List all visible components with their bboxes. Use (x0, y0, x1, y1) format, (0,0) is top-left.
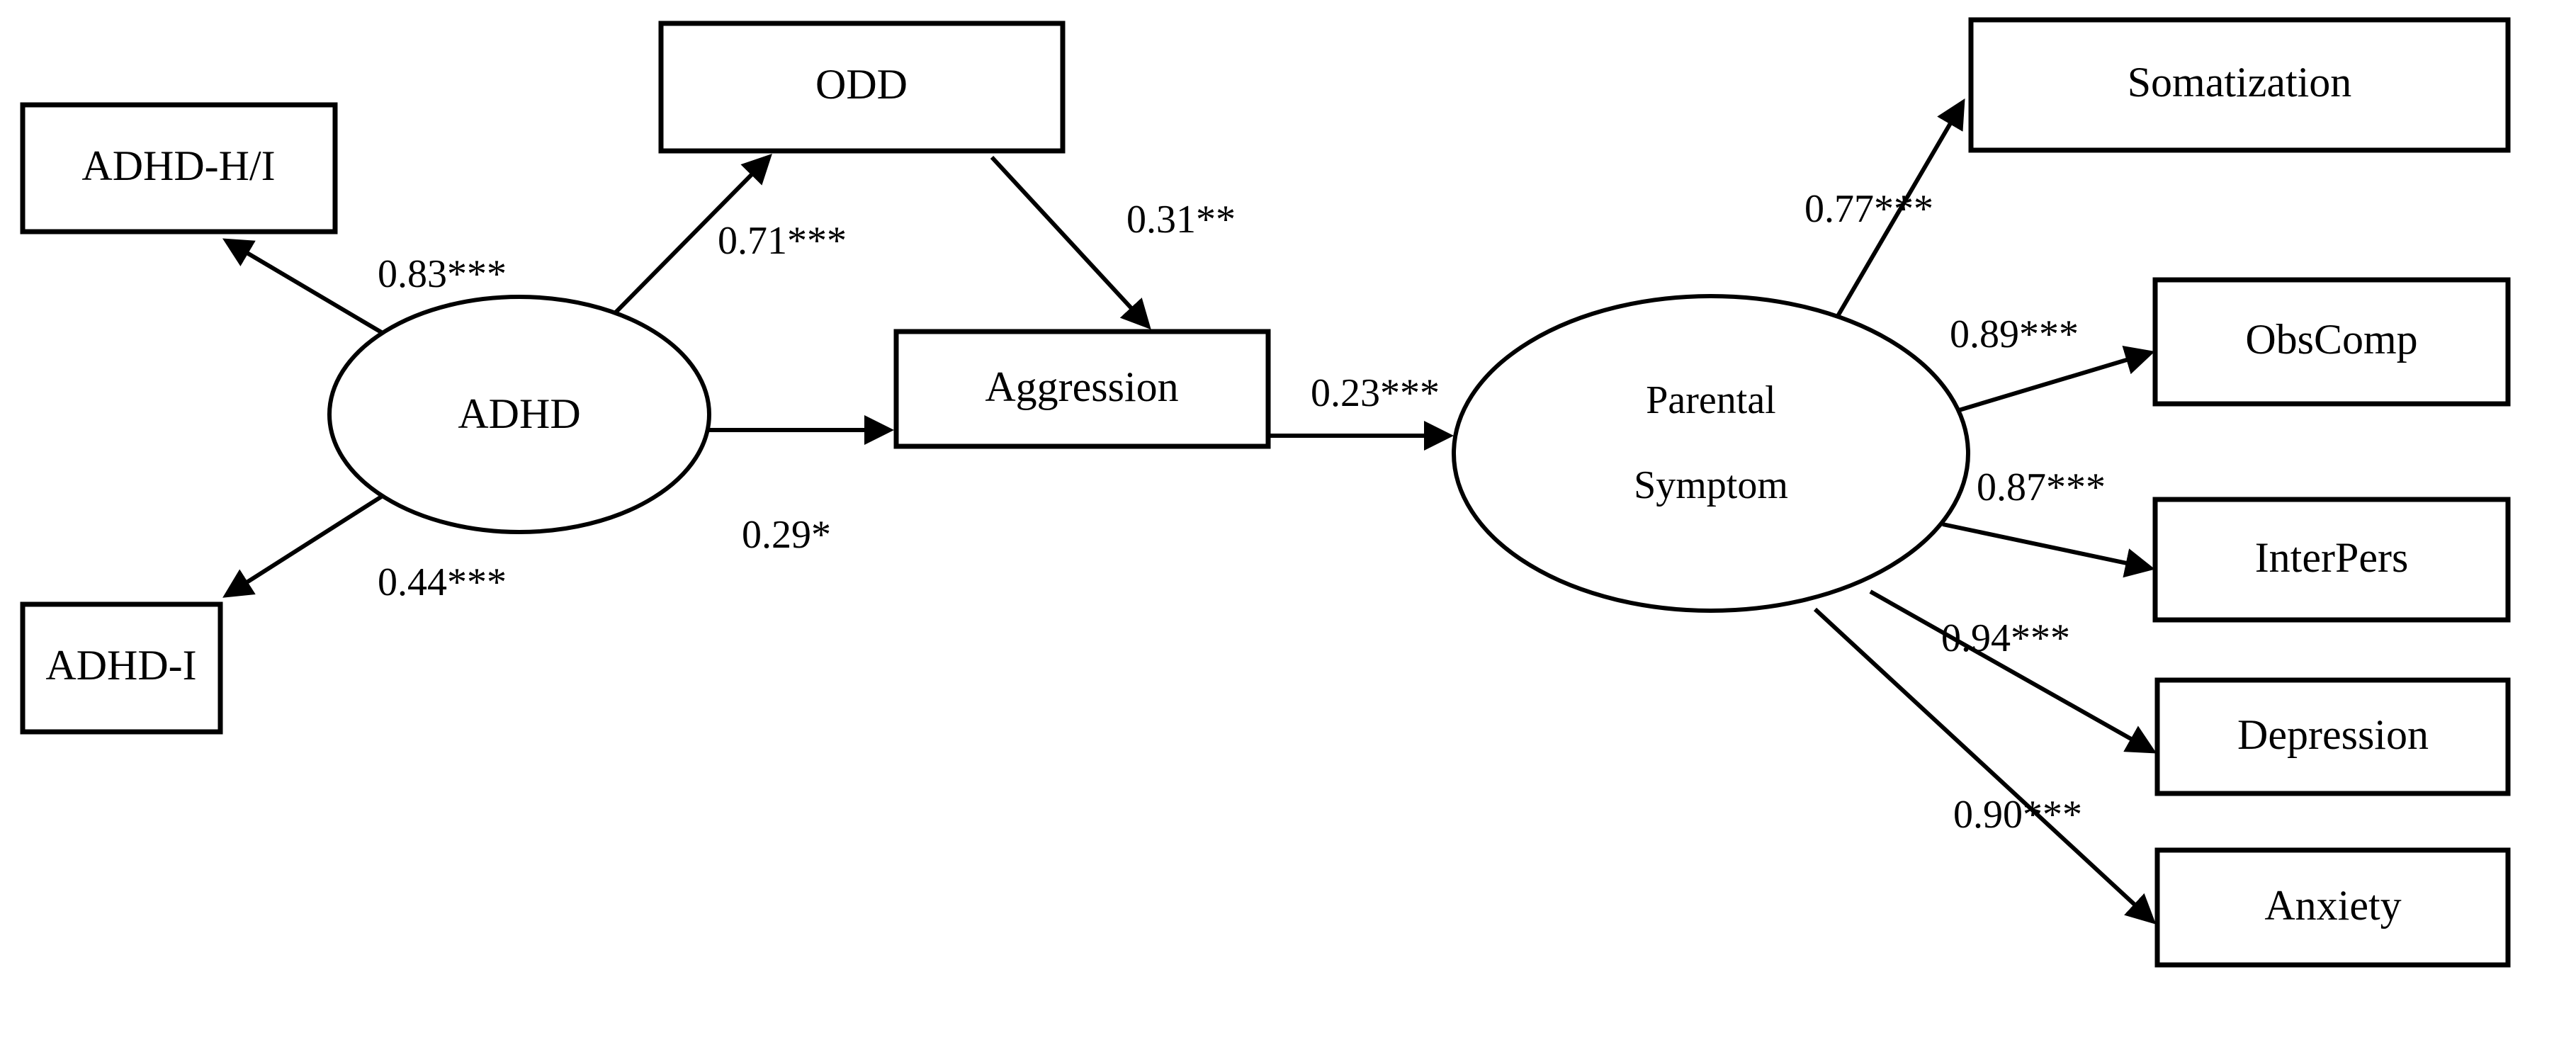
node-interpers[interactable]: InterPers (2152, 497, 2511, 623)
node-interpers-label: InterPers (2255, 534, 2409, 581)
node-aggression[interactable]: Aggression (893, 329, 1271, 449)
edge-label-parental-symptom-to-obscomp: 0.89*** (1950, 312, 2079, 356)
edge-adhd-to-adhd-i (222, 494, 384, 598)
edge-odd-to-aggression (990, 155, 1151, 330)
node-obscomp-label: ObsComp (2245, 316, 2417, 363)
node-anxiety[interactable]: Anxiety (2154, 847, 2511, 968)
edge-parental-symptom-to-obscomp (1944, 345, 2155, 417)
edge-label-adhd-to-aggression: 0.29* (742, 513, 831, 557)
node-depression-label: Depression (2237, 711, 2429, 758)
edge-label-parental-symptom-to-depression: 0.94*** (1941, 616, 2070, 660)
edge-label-parental-symptom-to-anxiety: 0.90*** (1953, 793, 2082, 837)
node-parental-symptom-label-line2: Symptom (1634, 463, 1788, 507)
node-adhd-label: ADHD (458, 390, 580, 437)
edge-label-aggression-to-parental-symptom: 0.23*** (1311, 371, 1440, 415)
node-odd-label: ODD (815, 61, 908, 108)
node-depression[interactable]: Depression (2154, 677, 2511, 796)
node-adhd-hi-label: ADHD-H/I (81, 142, 275, 189)
edge-label-adhd-to-odd: 0.71*** (718, 219, 847, 263)
edge-label-adhd-to-adhd-i: 0.44*** (378, 560, 507, 604)
edge-label-adhd-to-adhd-hi: 0.83*** (378, 252, 507, 296)
node-adhd[interactable]: ADHD (327, 295, 711, 534)
node-anxiety-label: Anxiety (2264, 882, 2401, 929)
edge-label-parental-symptom-to-somatization: 0.77*** (1804, 187, 1933, 231)
node-aggression-label: Aggression (985, 363, 1178, 410)
node-parental-symptom[interactable]: Parental Symptom (1452, 294, 1970, 613)
node-parental-symptom-label-line1: Parental (1646, 378, 1775, 422)
edge-label-odd-to-aggression: 0.31** (1126, 198, 1236, 242)
node-adhd-hi[interactable]: ADHD-H/I (20, 102, 338, 234)
node-odd[interactable]: ODD (658, 21, 1066, 154)
edge-adhd-to-odd (607, 154, 772, 321)
node-obscomp[interactable]: ObsComp (2152, 277, 2511, 407)
edge-parental-symptom-to-interpers (1942, 522, 2155, 578)
edge-parental-symptom-to-somatization (1826, 98, 1965, 334)
node-adhd-i-label: ADHD-I (45, 642, 196, 689)
edge-parental-symptom-to-depression (1869, 589, 2157, 754)
edge-parental-symptom-to-anxiety (1813, 607, 2157, 925)
node-somatization-label: Somatization (2128, 59, 2352, 106)
edge-adhd-to-adhd-hi (222, 238, 384, 335)
node-adhd-i[interactable]: ADHD-I (20, 601, 223, 735)
edge-label-parental-symptom-to-interpers: 0.87*** (1977, 465, 2106, 509)
node-somatization[interactable]: Somatization (1968, 17, 2511, 153)
